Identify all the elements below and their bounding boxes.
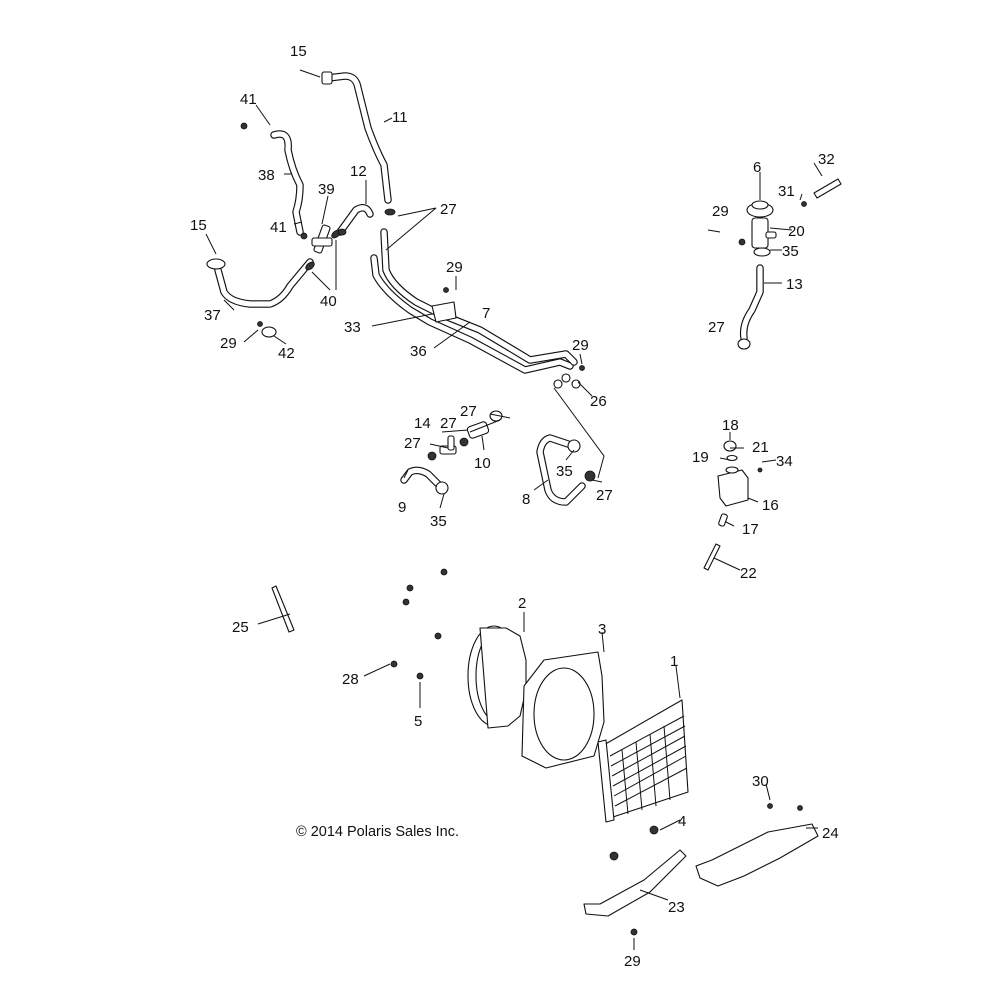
callout-35-a: 35	[782, 243, 799, 260]
leader-lines	[205, 69, 823, 950]
callout-17: 17	[742, 521, 759, 538]
callout-3: 3	[598, 621, 606, 638]
callout-35-b: 35	[556, 463, 573, 480]
part-6-radiator-cap	[746, 200, 774, 218]
callout-22: 22	[740, 565, 757, 582]
part-26-fittings	[553, 373, 581, 389]
callout-11: 11	[392, 109, 408, 126]
callout-26: 26	[590, 393, 607, 410]
part-12-hose	[336, 204, 374, 236]
callout-41-top: 41	[240, 91, 257, 108]
callout-32: 32	[818, 151, 835, 168]
callout-14: 14	[414, 415, 431, 432]
callout-29-d: 29	[712, 203, 729, 220]
callout-2: 2	[518, 595, 526, 612]
part-37-hose	[206, 258, 314, 308]
callout-31: 31	[778, 183, 795, 200]
callout-27-c: 27	[460, 403, 477, 420]
callout-13: 13	[786, 276, 803, 293]
part-24-bracket	[695, 823, 819, 887]
part-9-hose	[400, 466, 449, 495]
callout-34: 34	[776, 453, 793, 470]
callout-4: 4	[678, 813, 686, 830]
callout-29-b: 29	[220, 335, 237, 352]
callout-33: 33	[344, 319, 361, 336]
part-22-rod	[703, 543, 721, 571]
callout-18: 18	[722, 417, 739, 434]
callout-25: 25	[232, 619, 249, 636]
part-7-coolant-pipe	[370, 228, 578, 374]
callout-30: 30	[752, 773, 769, 790]
part-42-clamp	[261, 326, 277, 338]
callout-27-b: 27	[708, 319, 725, 336]
callout-15-left: 15	[190, 217, 207, 234]
part-8-hose	[536, 434, 596, 506]
callout-29-c: 29	[572, 337, 589, 354]
callout-20: 20	[788, 223, 805, 240]
part-14-tee	[427, 435, 469, 461]
part-32-rod	[813, 178, 842, 199]
part-27-clamps-upper	[337, 208, 396, 236]
callout-5: 5	[414, 713, 422, 730]
part-23-bracket	[583, 849, 687, 917]
callout-42: 42	[278, 345, 295, 362]
callout-8: 8	[522, 491, 530, 508]
callout-27-d: 27	[440, 415, 457, 432]
callout-23: 23	[668, 899, 685, 916]
callout-12: 12	[350, 163, 367, 180]
callout-labels: 1 2 3 4 5 6 7 8 9 10 11 12 13 14 15 15 1…	[190, 43, 839, 970]
callout-27-e: 27	[404, 435, 421, 452]
callout-21: 21	[752, 439, 769, 456]
callout-6: 6	[753, 159, 761, 176]
part-2-fan-shroud	[467, 625, 527, 729]
callout-7: 7	[482, 305, 490, 322]
callout-28: 28	[342, 671, 359, 688]
callout-27-a: 27	[440, 201, 457, 218]
callout-15-top: 15	[290, 43, 307, 60]
part-13-hose	[737, 264, 764, 350]
copyright-notice: © 2014 Polaris Sales Inc.	[296, 824, 459, 840]
part-1-radiator	[597, 699, 689, 823]
callout-38: 38	[258, 167, 275, 184]
part-39-tee	[311, 224, 333, 254]
part-38-hose	[270, 130, 304, 236]
callout-9: 9	[398, 499, 406, 516]
part-25-rod	[271, 585, 295, 633]
callout-35-c: 35	[430, 513, 447, 530]
callout-24: 24	[822, 825, 839, 842]
callout-29-a: 29	[446, 259, 463, 276]
callout-37: 37	[204, 307, 221, 324]
callout-41-mid: 41	[270, 219, 287, 236]
fasteners	[240, 122, 807, 936]
part-11-upper-hose	[321, 71, 392, 204]
callout-10: 10	[474, 455, 491, 472]
part-16-reservoir	[717, 440, 749, 527]
callout-39: 39	[318, 181, 335, 198]
callout-1: 1	[670, 653, 678, 670]
callout-19: 19	[692, 449, 709, 466]
callout-29-e: 29	[624, 953, 641, 970]
callout-16: 16	[762, 497, 779, 514]
callout-36: 36	[410, 343, 427, 360]
callout-40: 40	[320, 293, 337, 310]
part-20-filler-neck	[751, 217, 777, 257]
part-3-fan-shroud-frame	[521, 651, 605, 769]
callout-27-f: 27	[596, 487, 613, 504]
